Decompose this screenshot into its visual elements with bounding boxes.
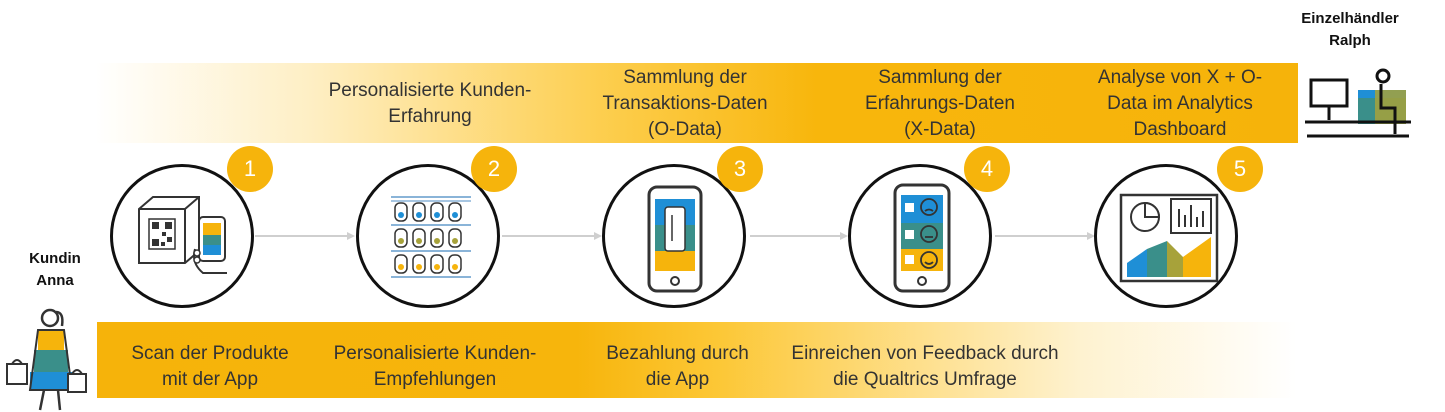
step-2-circle [356, 164, 500, 308]
retailer-label: Einzelhändler Ralph [1301, 10, 1399, 49]
feedback-survey-icon [891, 183, 953, 295]
step-4-number-badge: 4 [964, 146, 1010, 192]
retailer-at-desk-icon [1303, 64, 1413, 142]
step-2-number-badge: 2 [471, 146, 517, 192]
mobile-payment-icon [645, 185, 705, 295]
top-label-transaction-data: Sammlung der Transaktions-Daten (O-Data) [602, 67, 768, 140]
bottom-label-scan: Scan der Produkte mit der App [131, 343, 289, 390]
arrow-step3-to-step4 [750, 231, 848, 241]
arrow-step2-to-step3 [502, 231, 602, 241]
arrow-step1-to-step2 [255, 231, 355, 241]
step-3-number-badge: 3 [717, 146, 763, 192]
step-4-circle [848, 164, 992, 308]
bottom-label-payment: Bezahlung durch die App [606, 343, 749, 390]
qr-scan-icon [133, 193, 237, 283]
step-5-number-badge: 5 [1217, 146, 1263, 192]
top-label-experience-data: Sammlung der Erfahrungs-Daten (X-Data) [865, 67, 1015, 140]
bottom-band [97, 322, 1297, 398]
step-5-circle [1094, 164, 1238, 308]
step-1-number-badge: 1 [227, 146, 273, 192]
bottom-label-feedback: Einreichen von Feedback durch die Qualtr… [791, 343, 1059, 390]
product-shelf-icon [389, 193, 473, 285]
analytics-dashboard-icon [1119, 193, 1219, 283]
arrow-step4-to-step5 [995, 231, 1095, 241]
step-3-circle [602, 164, 746, 308]
top-band [95, 63, 1298, 143]
step-1-circle [110, 164, 254, 308]
bottom-label-recommendations: Personalisierte Kunden- Empfehlungen [333, 343, 537, 390]
customer-with-bags-icon [4, 304, 90, 412]
top-label-analytics: Analyse von X + O- Data im Analytics Das… [1097, 67, 1263, 140]
customer-label: Kundin Anna [29, 250, 81, 289]
top-label-personalized-experience: Personalisierte Kunden- Erfahrung [328, 80, 532, 127]
